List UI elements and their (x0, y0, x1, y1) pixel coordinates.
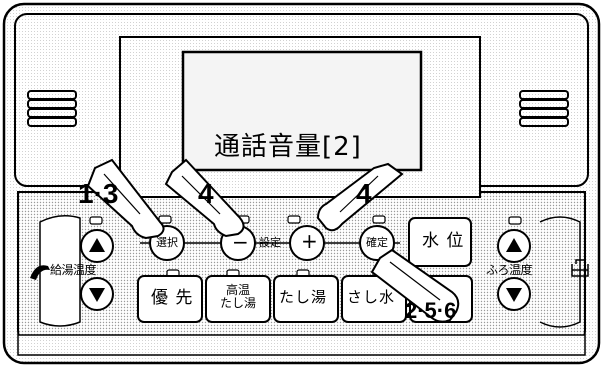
priority-button[interactable] (137, 275, 203, 323)
pointer-hand-1 (86, 158, 165, 240)
bath-temp-label: ふろ温度 (486, 263, 533, 277)
minus-label: − (232, 230, 249, 254)
step-label-4-plus: 4 (356, 178, 372, 209)
step-label-4-minus: 4 (198, 178, 214, 209)
add-hot-water-label: たし湯 (279, 288, 328, 306)
add-water-label: さし水 (347, 288, 396, 306)
select-label: 選択 (156, 236, 178, 249)
triangle-down-icon (506, 288, 522, 302)
display-screen (181, 50, 423, 172)
hot-water-add-button[interactable] (205, 275, 271, 323)
add-hot-water-button[interactable] (273, 275, 339, 323)
hot-water-add-label-line1: 高温 (225, 283, 250, 297)
bathtub-icon (571, 259, 589, 277)
triangle-down-icon (89, 288, 105, 302)
supply-temp-bezel (39, 215, 81, 327)
bottom-rim (17, 334, 586, 356)
plus-label: + (301, 229, 318, 253)
triangle-up-icon (506, 238, 522, 252)
water-level-button[interactable] (408, 217, 472, 267)
plus-button[interactable] (289, 225, 325, 261)
supply-temp-label: 給湯温度 (50, 263, 97, 277)
step-label-2-5-6: 2·5·6 (405, 298, 457, 323)
step-label-1-3: 1·3 (78, 178, 119, 209)
display-message: 通話音量[2] (214, 132, 362, 162)
hot-water-add-label-line2: たし湯 (219, 296, 256, 310)
confirm-label: 確定 (366, 236, 388, 249)
confirm-button[interactable] (359, 225, 395, 261)
bath-temp-bezel (539, 216, 581, 328)
speaker-grille-right (519, 90, 569, 127)
setting-label: 設定 (259, 236, 281, 249)
water-level-label: 水 位 (422, 231, 465, 251)
pointer-hand-4 (370, 248, 460, 323)
pointer-hand-3 (316, 162, 404, 232)
pointer-hand-2 (164, 158, 245, 238)
speaker-grille-left (27, 90, 77, 127)
priority-label: 優 先 (151, 288, 194, 308)
faucet-icon (30, 265, 50, 280)
triangle-up-icon (89, 238, 105, 252)
hot-water-add-label: 高温 たし湯 (210, 284, 266, 310)
